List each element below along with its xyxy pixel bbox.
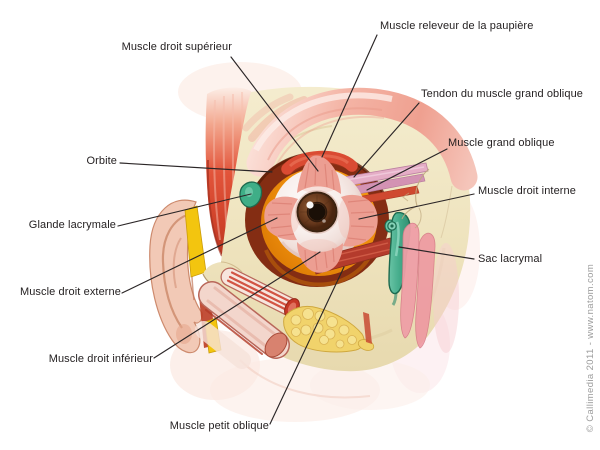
- leader-line-droit-externe: [121, 217, 278, 294]
- superior-rectus: [297, 155, 341, 194]
- lateral-rectus: [264, 196, 298, 241]
- leader-line-droit-inferieur: [153, 251, 321, 359]
- label-tendon-grand-oblique: Tendon du muscle grand oblique: [421, 88, 584, 100]
- label-muscle-droit-externe: Muscle droit externe: [19, 286, 121, 298]
- leader-line-grand-oblique: [366, 148, 448, 191]
- leader-line-releveur: [321, 34, 378, 158]
- copyright-notice: © Callimedia 2011 - www.natom.com: [585, 263, 596, 433]
- label-muscle-releveur: Muscle releveur de la paupière: [380, 20, 534, 32]
- label-muscle-grand-oblique: Muscle grand oblique: [448, 137, 555, 149]
- inferior-rectus: [297, 242, 343, 273]
- nasal-muscles: [400, 222, 459, 353]
- label-muscle-droit-superieur: Muscle droit supérieur: [121, 41, 232, 53]
- leader-line-sac-lacrymal: [398, 246, 475, 260]
- label-muscle-petit-oblique: Muscle petit oblique: [169, 420, 269, 432]
- eyebrow-muscle-arc: [242, 87, 478, 191]
- eye-highlight: [306, 201, 314, 209]
- cheek-muscle-sliver: [363, 312, 372, 344]
- medial-rectus: [341, 194, 378, 247]
- eyeball: [264, 155, 399, 275]
- pupil: [308, 203, 326, 221]
- rectus-muscle-fans: [264, 155, 378, 273]
- label-muscle-droit-interne: Muscle droit interne: [478, 185, 576, 197]
- leader-line-tendon-grand-oblique: [353, 102, 420, 178]
- label-muscle-droit-inferieur: Muscle droit inférieur: [48, 353, 153, 365]
- cut-muscle-stumps: [195, 267, 300, 369]
- leader-line-orbite: [119, 162, 273, 173]
- leader-line-petit-oblique: [269, 266, 345, 425]
- label-glande-lacrymale: Glande lacrymale: [28, 219, 116, 231]
- leader-line-droit-interne: [358, 193, 475, 220]
- leader-lines: [117, 34, 475, 425]
- leader-line-superieur: [230, 56, 319, 172]
- label-orbite: Orbite: [86, 155, 117, 167]
- leader-line-glande-lacrymale: [117, 193, 252, 227]
- superior-oblique-tendon: [343, 162, 429, 205]
- iris: [295, 190, 339, 234]
- label-sac-lacrymal: Sac lacrymal: [478, 253, 543, 265]
